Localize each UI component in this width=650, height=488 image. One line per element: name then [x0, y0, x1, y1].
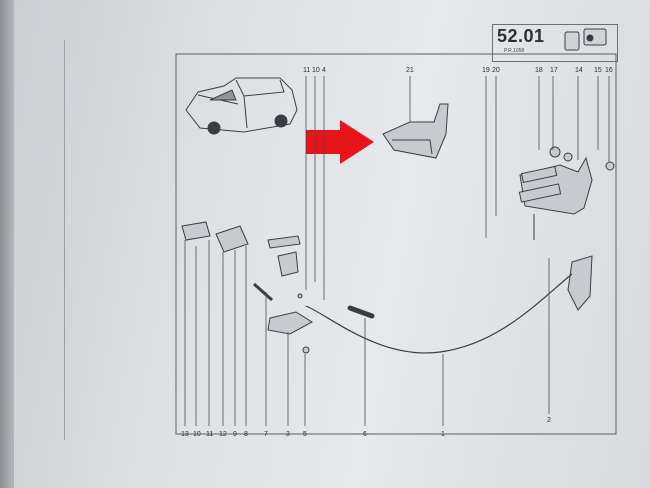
hinge-assembly [518, 146, 615, 240]
hood-hinge-icon [564, 28, 607, 51]
margin-rule [64, 40, 65, 440]
leader-lines [184, 76, 610, 426]
callout-9: 9 [233, 431, 237, 438]
callout-16: 16 [605, 67, 613, 74]
callout-19: 19 [482, 67, 490, 74]
callouts-top: 11 10 4 21 19 20 18 17 14 15 16 [303, 67, 613, 74]
callout-14: 14 [575, 67, 583, 74]
latch-parts [181, 221, 593, 354]
callout-13: 13 [181, 431, 189, 438]
callout-21: 21 [406, 67, 414, 74]
callout-17: 17 [550, 67, 558, 74]
callout-20: 20 [492, 67, 500, 74]
callout-11b: 11 [206, 431, 213, 438]
red-arrow-icon [306, 120, 374, 164]
callout-4: 4 [322, 67, 326, 74]
callout-7: 7 [264, 431, 268, 438]
reference-code: P.R.1058 [504, 48, 525, 54]
callout-2: 2 [547, 417, 551, 424]
callout-8: 8 [244, 431, 248, 438]
hinge-bracket-21 [382, 103, 449, 159]
header-box [492, 24, 618, 62]
callout-12: 12 [219, 431, 227, 438]
callout-15: 15 [594, 67, 602, 74]
car-illustration [185, 77, 298, 135]
callouts-bottom: 13 10 11 12 9 8 7 3 5 6 1 2 [181, 417, 551, 438]
diagram-frame [175, 53, 617, 435]
callout-11: 11 [303, 67, 310, 74]
section-number: 52.01 [497, 26, 545, 46]
binding-edge [0, 0, 14, 488]
callout-1: 1 [441, 431, 445, 438]
callout-5: 5 [303, 431, 307, 438]
release-cable [305, 273, 573, 354]
callout-10b: 10 [193, 431, 201, 438]
callout-6: 6 [363, 431, 367, 438]
callout-18: 18 [535, 67, 543, 74]
callout-3: 3 [286, 431, 290, 438]
callout-10: 10 [312, 67, 320, 74]
